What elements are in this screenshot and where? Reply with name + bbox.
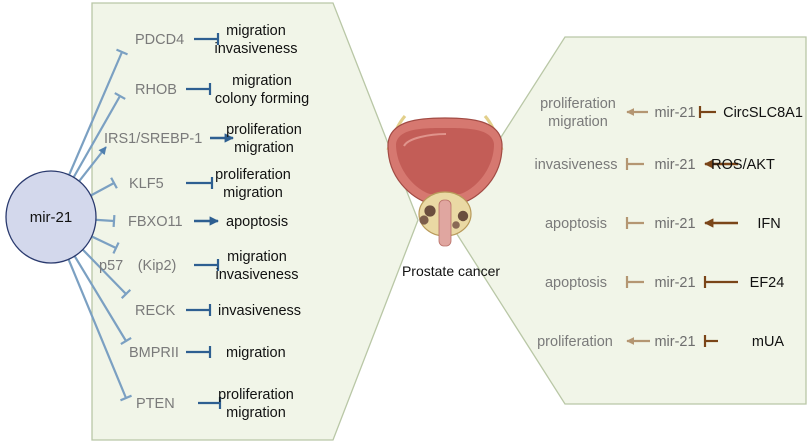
mirna-label: mir-21 — [654, 216, 695, 232]
target-gene-label: IRS1/SREBP-1 — [104, 131, 202, 147]
right-row: apoptosis mir-21 EF24 — [545, 275, 784, 291]
left-row: BMPRII migration — [129, 345, 286, 361]
mirna-label: mir-21 — [654, 334, 695, 350]
bladder-highlight — [403, 133, 447, 147]
effect-label: migration — [232, 73, 292, 89]
left-row: RHOB migration colony forming — [135, 73, 309, 107]
mirna-label: mir-21 — [654, 275, 695, 291]
bladder-inner — [396, 128, 494, 194]
tumor-2 — [419, 215, 429, 225]
left-row: p57 (Kip2) migration invasiveness — [99, 249, 299, 283]
target-gene-label: FBXO11 — [128, 214, 183, 230]
target-gene-label: RECK — [135, 303, 176, 319]
left-row: PDCD4 migration invasiveness — [135, 23, 298, 57]
hub-label: mir-21 — [30, 209, 73, 226]
effect-label: migration — [223, 185, 283, 201]
left-rows: PDCD4migrationinvasivenessRHOBmigrationc… — [99, 23, 309, 421]
spoke-inhibit-bar — [120, 336, 132, 346]
effect-label: invasiveness — [215, 267, 298, 283]
spoke-inhibit-bar — [110, 177, 118, 189]
spoke-inhibit-line — [69, 95, 121, 183]
target-gene-label: KLF5 — [129, 176, 164, 192]
target-gene-label: PTEN — [136, 396, 175, 412]
tumor-3 — [457, 210, 469, 222]
right-row: apoptosis mir-21 IFN — [545, 216, 781, 232]
left-row: FBXO11 apoptosis — [128, 214, 288, 230]
mir21-hub: mir-21 — [5, 170, 97, 264]
hub-circle — [5, 170, 97, 264]
spoke-inhibit-bar — [120, 289, 132, 299]
spoke-inhibit-bar — [112, 242, 120, 254]
outcome-label: invasiveness — [534, 157, 617, 173]
effect-label: colony forming — [215, 91, 309, 107]
spoke-activate-arrow — [74, 146, 107, 187]
upstream-regulator-label: EF24 — [750, 275, 785, 291]
effect-label: proliferation — [226, 122, 302, 138]
tumor-1 — [424, 205, 436, 217]
mirna-label: mir-21 — [654, 105, 695, 121]
upstream-regulator-label: CircSLC8A1 — [723, 105, 803, 121]
upstream-regulator-label: IFN — [757, 216, 780, 232]
effect-label: apoptosis — [226, 214, 288, 230]
effect-label: migration — [226, 345, 286, 361]
effect-label: invasiveness — [214, 41, 297, 57]
effect-label: migration — [234, 140, 294, 156]
effect-label: migration — [226, 23, 286, 39]
spoke-inhibit-line — [65, 253, 128, 399]
upstream-regulator-label: mUA — [752, 334, 785, 350]
right-row: proliferation mir-21 mUA — [537, 334, 784, 350]
left-row: KLF5 proliferation migration — [129, 167, 291, 201]
spoke-inhibit-bar — [114, 92, 126, 100]
spoke-inhibit-bar — [120, 394, 132, 402]
target-gene-label: p57 (Kip2) — [99, 258, 176, 274]
left-row: IRS1/SREBP-1 proliferation migration — [104, 122, 302, 156]
urethra — [438, 199, 452, 247]
outcome-label: proliferation — [540, 96, 616, 112]
upstream-regulator-label: ROS/AKT — [711, 157, 775, 173]
outcome-label: apoptosis — [545, 275, 607, 291]
effect-label: proliferation — [218, 387, 294, 403]
spoke-inhibit-bar — [116, 48, 128, 56]
right-rows: proliferation migration mir-21 CircSLC8A1 in… — [534, 96, 802, 350]
spoke-inhibit-bar — [112, 214, 116, 228]
spoke-inhibit-line — [70, 250, 127, 342]
left-row: PTEN proliferation migration — [136, 387, 294, 421]
left-panel — [91, 2, 419, 441]
prostate-caption: Prostate cancer — [402, 263, 500, 279]
right-row: proliferation migration mir-21 CircSLC8A1 — [540, 96, 803, 130]
mirna-label: mir-21 — [654, 157, 695, 173]
tumor-4 — [452, 221, 460, 229]
left-row: RECK invasiveness — [135, 303, 301, 319]
right-row: invasiveness mir-21 ROS/AKT — [534, 157, 774, 173]
effect-label: migration — [227, 249, 287, 265]
outcome-label: proliferation — [537, 334, 613, 350]
spoke-inhibit-line — [78, 244, 127, 295]
effect-label: migration — [226, 405, 286, 421]
effect-label: invasiveness — [218, 303, 301, 319]
target-gene-label: BMPRII — [129, 345, 179, 361]
spoke-inhibit-line — [65, 51, 124, 181]
outcome-label: apoptosis — [545, 216, 607, 232]
effect-label: proliferation — [215, 167, 291, 183]
outcome-label: migration — [548, 114, 608, 130]
prostate-illustration: Prostate cancer — [386, 114, 504, 279]
target-gene-label: PDCD4 — [135, 32, 184, 48]
target-gene-label: RHOB — [135, 82, 177, 98]
